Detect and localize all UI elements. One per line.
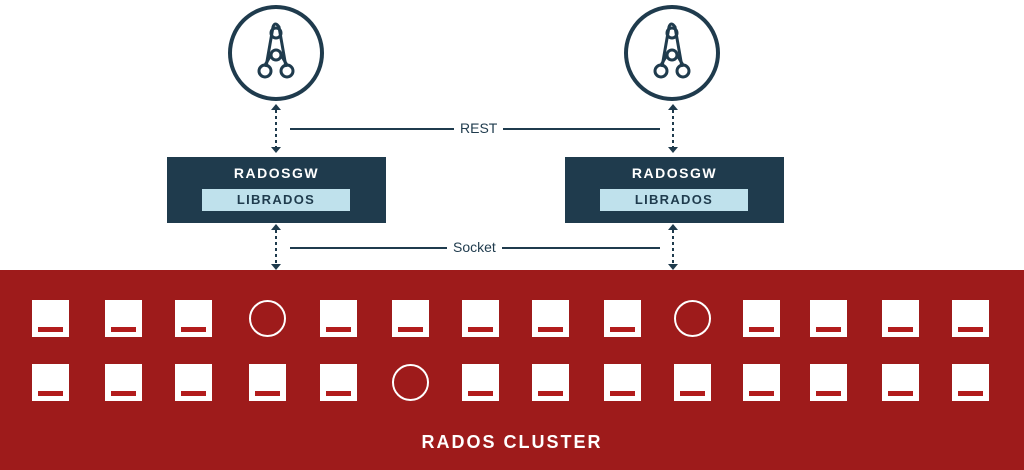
osd-node-icon [810,300,847,337]
osd-bar [468,327,493,332]
arrowhead [668,104,678,110]
osd-node-icon [32,364,69,401]
cluster-label: RADOS CLUSTER [421,432,603,452]
osd-bar [111,327,136,332]
rest-label: REST [454,120,504,136]
application-client-icon [257,22,295,79]
osd-node-icon [810,364,847,401]
osd-bar [610,327,635,332]
osd-node-icon [952,300,989,337]
arrowhead [271,224,281,230]
osd-node-icon [952,364,989,401]
osd-node-icon [320,300,357,337]
radosgw-title: RADOSGW [631,165,718,181]
osd-node-icon [462,300,499,337]
osd-node-icon [604,364,641,401]
osd-node-icon [674,364,711,401]
osd-bar [888,391,913,396]
osd-bar [181,391,206,396]
osd-node-icon [105,364,142,401]
osd-bar [326,327,351,332]
osd-bar [468,391,493,396]
monitor-node-icon [674,300,711,337]
osd-bar [538,391,563,396]
client-left [228,5,324,101]
osd-bar [958,327,983,332]
arrowhead [668,264,678,270]
osd-bar [111,391,136,396]
osd-node-icon [462,364,499,401]
osd-bar [749,391,774,396]
osd-bar [958,391,983,396]
osd-node-icon [175,364,212,401]
osd-node-icon [105,300,142,337]
osd-node-icon [743,300,780,337]
osd-bar [181,327,206,332]
osd-bar [326,391,351,396]
radosgw-box-right: RADOSGW LIBRADOS [565,157,784,223]
osd-node-icon [175,300,212,337]
osd-bar [398,327,423,332]
osd-node-icon [743,364,780,401]
osd-node-icon [392,300,429,337]
osd-bar [610,391,635,396]
osd-node-icon [320,364,357,401]
osd-node-icon [32,300,69,337]
arrowhead [668,224,678,230]
osd-node-icon [882,300,919,337]
osd-node-icon [882,364,919,401]
osd-node-icon [532,364,569,401]
osd-bar [749,327,774,332]
client-right [624,5,720,101]
osd-node-icon [532,300,569,337]
rados-cluster [0,270,1024,470]
librados-label: LIBRADOS [202,189,350,211]
osd-bar [538,327,563,332]
osd-bar [255,391,280,396]
arrowhead [271,147,281,153]
arrowhead [271,264,281,270]
osd-bar [816,327,841,332]
osd-bar [38,391,63,396]
osd-bar [38,327,63,332]
radosgw-box-left: RADOSGW LIBRADOS [167,157,386,223]
arrowhead [668,147,678,153]
osd-bar [888,327,913,332]
osd-node-icon [249,364,286,401]
osd-node-icon [604,300,641,337]
socket-label: Socket [447,239,502,255]
osd-bar [680,391,705,396]
monitor-node-icon [392,364,429,401]
osd-bar [816,391,841,396]
librados-label: LIBRADOS [600,189,748,211]
radosgw-title: RADOSGW [233,165,320,181]
application-client-icon [653,22,691,79]
monitor-node-icon [249,300,286,337]
arrowhead [271,104,281,110]
